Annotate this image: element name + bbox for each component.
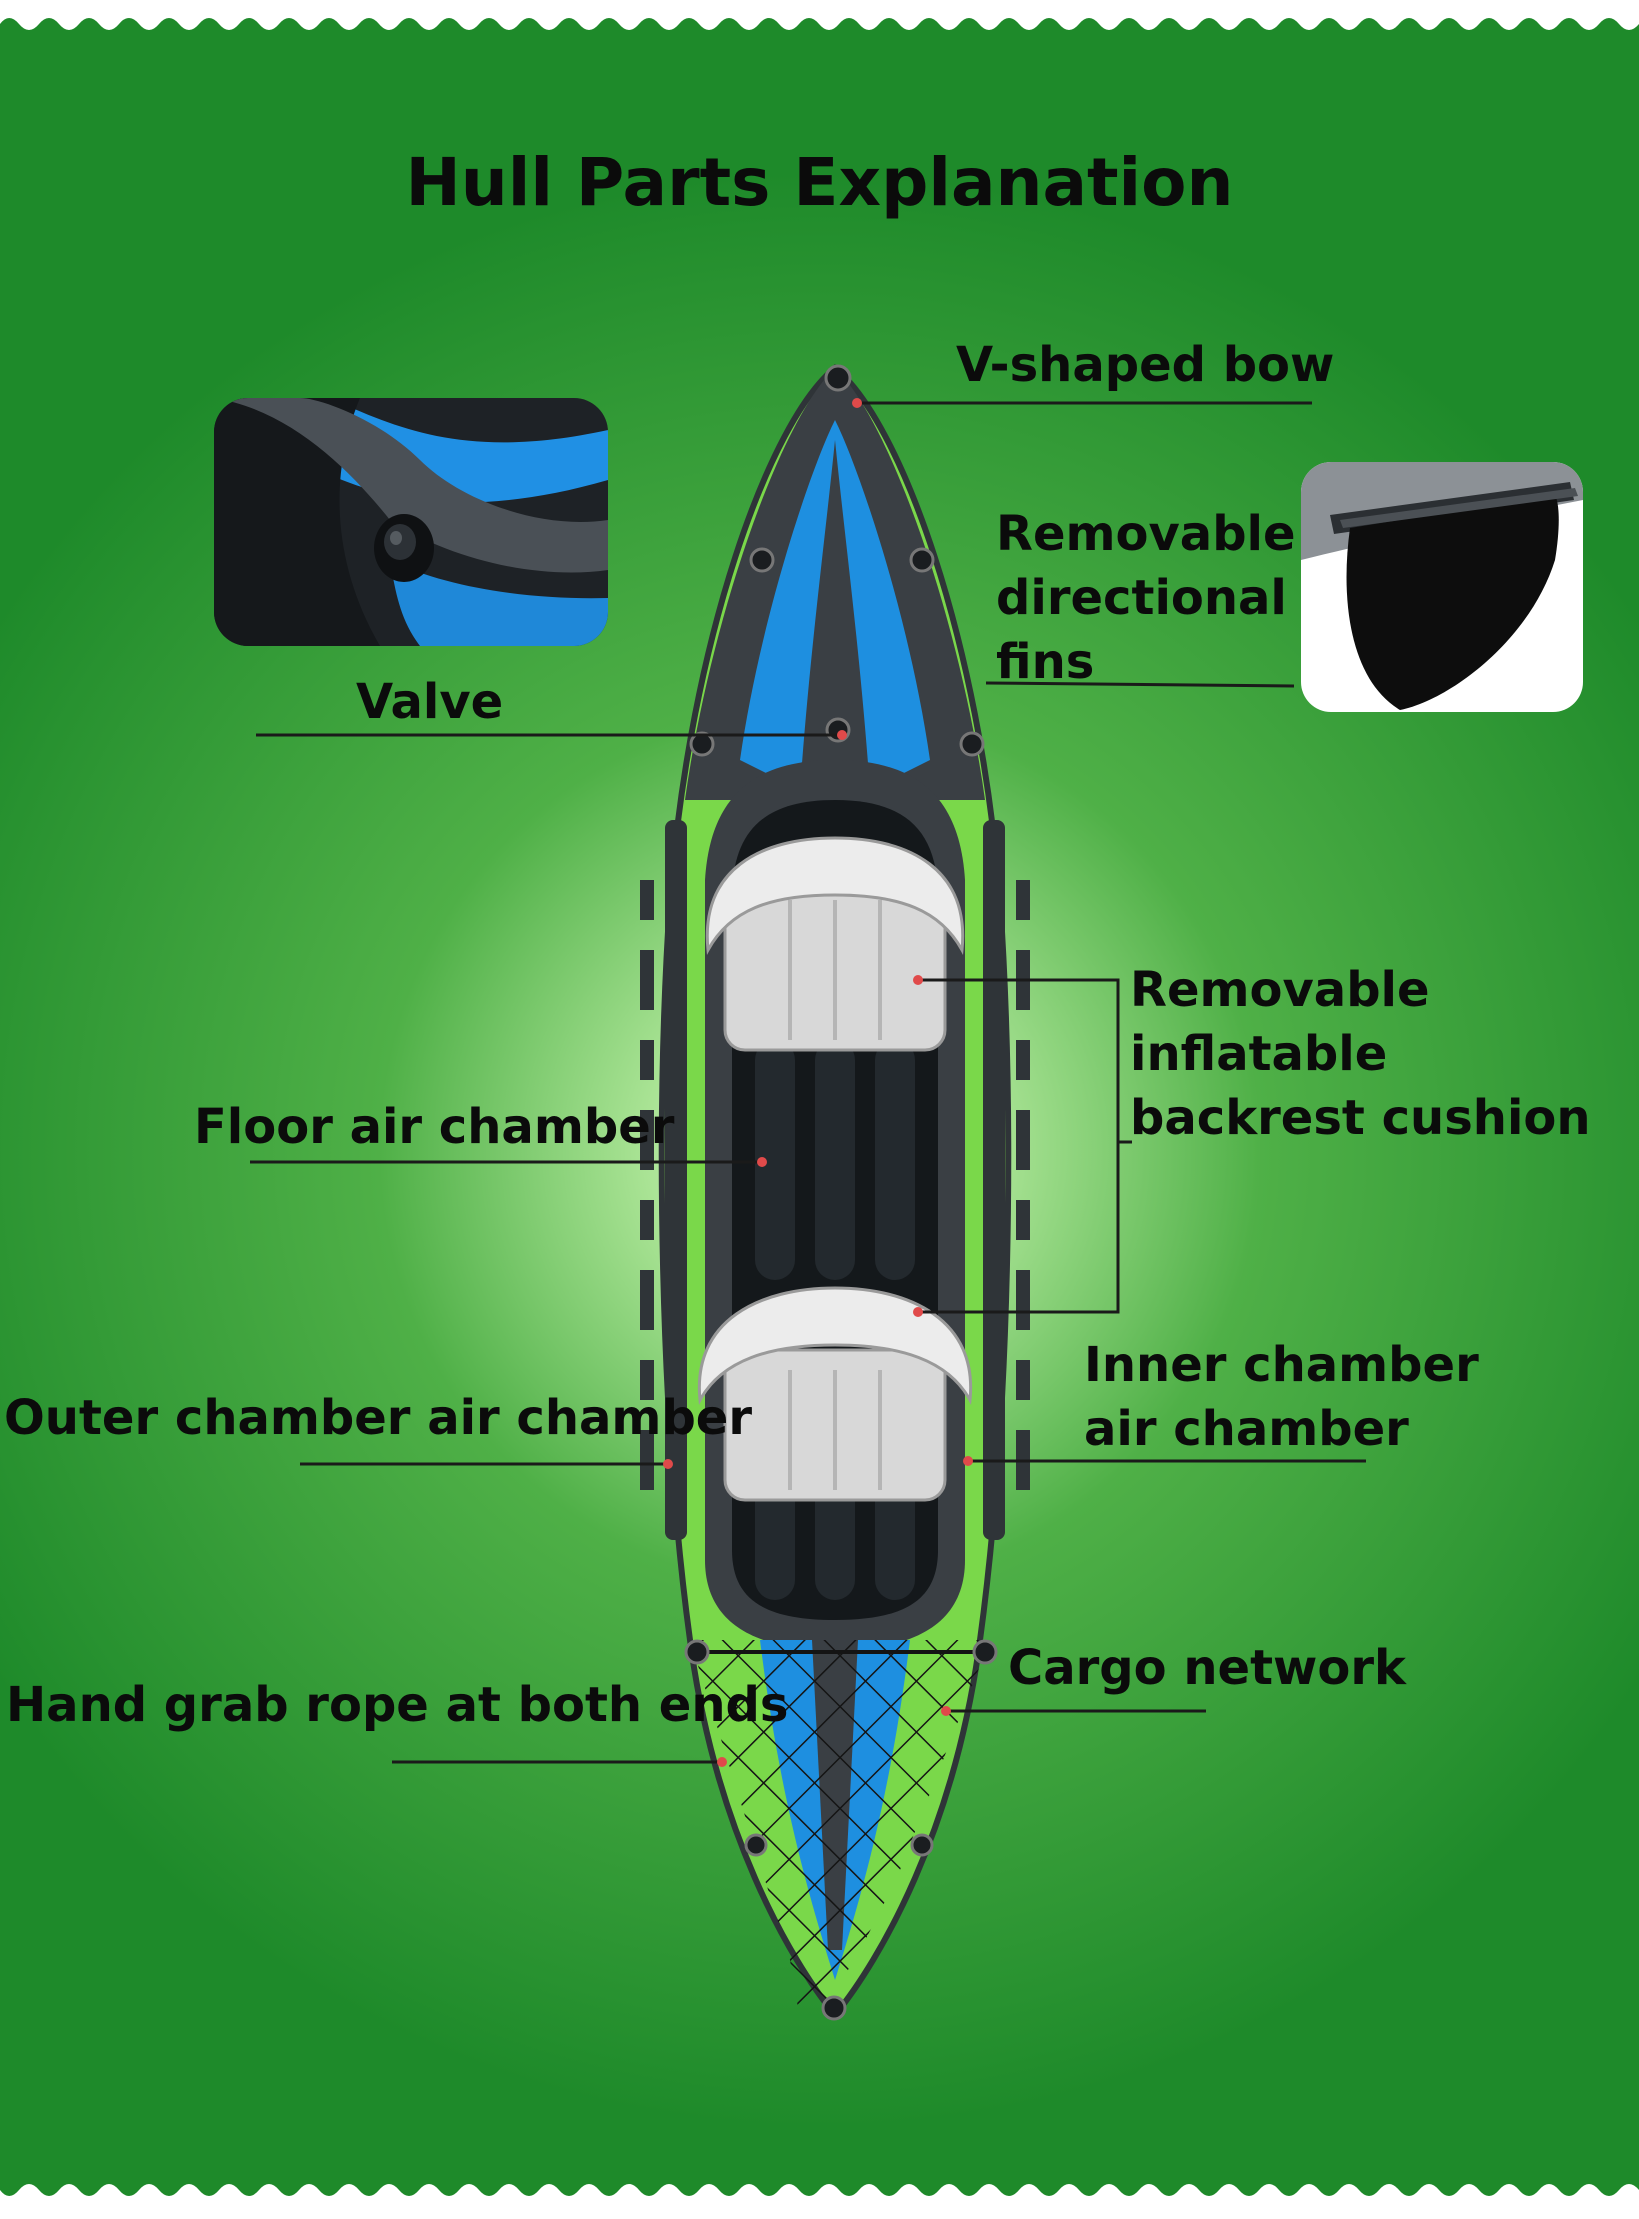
scalloped-bottom-edge [0, 2184, 1639, 2215]
label-outer-chamber: Outer chamber air chamber [4, 1386, 752, 1450]
marker-dots [663, 398, 973, 1767]
label-rope-text: Hand grab rope at both ends [6, 1677, 789, 1733]
label-cargo-text: Cargo network [1008, 1640, 1406, 1696]
label-v-shaped-bow-text: V-shaped bow [956, 337, 1335, 393]
label-inner-line-1: Inner chamber [1084, 1337, 1479, 1393]
label-inner-chamber: Inner chamber air chamber [1084, 1333, 1479, 1461]
scalloped-top-edge [0, 0, 1639, 30]
label-backrest-line-1: Removable [1130, 962, 1430, 1018]
label-inner-line-2: air chamber [1084, 1401, 1409, 1457]
label-backrest-line-3: backrest cushion [1130, 1090, 1591, 1146]
label-fins-line-1: Removable [996, 506, 1296, 562]
leader-backrest [918, 978, 1132, 1314]
label-backrest-cushion: Removable inflatable backrest cushion [1130, 958, 1591, 1150]
label-floor-text: Floor air chamber [194, 1099, 675, 1155]
floor-tubes [755, 1040, 915, 1600]
label-backrest-line-2: inflatable [1130, 1026, 1388, 1082]
label-v-shaped-bow: V-shaped bow [956, 333, 1334, 397]
diagram-title: Hull Parts Explanation [405, 144, 1234, 221]
label-floor-air-chamber: Floor air chamber [194, 1095, 674, 1159]
label-valve: Valve [356, 670, 503, 734]
label-fins-line-2: directional [996, 570, 1287, 626]
bow-blue-stripe [740, 420, 930, 790]
front-seat-cushion [705, 836, 965, 1052]
kayak-top-view [640, 364, 1030, 2021]
label-hand-grab-rope: Hand grab rope at both ends [6, 1673, 788, 1737]
fin-closeup-photo [1301, 462, 1583, 712]
leader-fins [985, 681, 1295, 688]
label-outer-text: Outer chamber air chamber [4, 1390, 753, 1446]
label-fins-line-3: fins [996, 634, 1095, 690]
grab-points [684, 364, 998, 2021]
valve-closeup-photo [214, 398, 608, 646]
label-cargo-network: Cargo network [1008, 1636, 1406, 1700]
label-valve-text: Valve [356, 674, 504, 730]
rear-seat-cushion [697, 1286, 973, 1502]
leader-lines [250, 401, 1366, 1764]
label-removable-fins: Removable directional fins [996, 502, 1296, 694]
